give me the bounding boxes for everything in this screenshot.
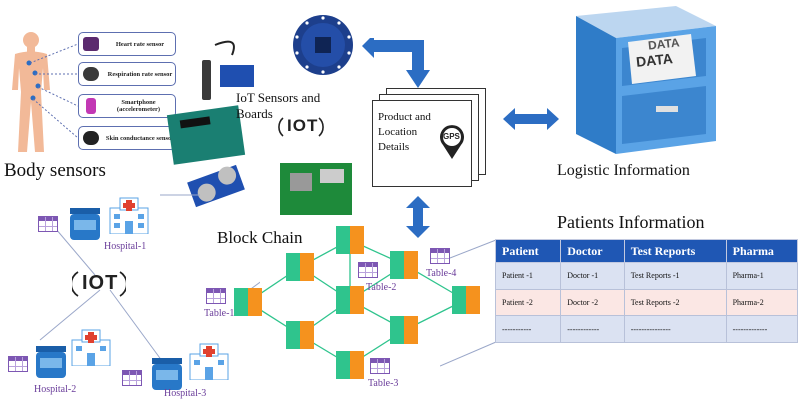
hospital-1-label: Hospital-1 xyxy=(104,241,147,252)
table-1-icon xyxy=(206,288,226,304)
blockchain-cubes xyxy=(234,226,480,379)
table-cell: Pharma-2 xyxy=(725,288,799,317)
hospital-2-table-icon xyxy=(8,356,28,372)
table-2-icon xyxy=(358,262,378,278)
hospital-1-server-icon xyxy=(70,208,100,240)
heart-rate-sensor-icon xyxy=(83,37,99,51)
iot-logo-text: IOT xyxy=(287,116,319,135)
sensor-smartphone: Smartphone (accelerometer) xyxy=(78,94,176,118)
table-4-label: Table-4 xyxy=(426,268,457,279)
hospital-2-label: Hospital-2 xyxy=(34,384,77,395)
table-row: ----------- ------------ ---------------… xyxy=(494,315,799,343)
table-row: Patient -2 Doctor -2 Test Reports -2 Pha… xyxy=(494,288,799,317)
hospital-2-building-icon xyxy=(71,329,111,366)
table-cell: --------------- xyxy=(623,315,727,343)
table-row: Patient -1 Doctor -1 Test Reports -1 Pha… xyxy=(494,262,799,290)
product-location-document: Product and Location Details GPS xyxy=(372,100,472,187)
table-cell: Doctor -1 xyxy=(560,262,625,290)
filing-cabinet-icon xyxy=(576,6,716,154)
table-cell: Doctor -2 xyxy=(560,288,625,317)
sensor-heart-rate: Heart rate sensor xyxy=(78,32,176,56)
product-doc-line1: Product and xyxy=(378,111,431,123)
table-cell: ------------- xyxy=(725,315,799,343)
iot-sensors-label-line2: Boards xyxy=(236,106,273,121)
gps-pin-icon: GPS xyxy=(439,125,465,159)
table-cell: ------------ xyxy=(560,315,625,343)
gps-label: GPS xyxy=(443,132,460,141)
block-chain-title: Block Chain xyxy=(217,228,303,247)
header-doctor: Doctor xyxy=(560,239,625,263)
iot-hardware-cluster xyxy=(166,15,353,215)
respiration-sensor-icon xyxy=(83,67,99,81)
product-doc-line3: Details xyxy=(378,141,410,153)
arrow-document-to-logistics xyxy=(503,108,559,130)
sensor-label: Respiration rate sensor xyxy=(107,70,173,78)
table-cell: ----------- xyxy=(494,315,562,343)
table-cell: Pharma-1 xyxy=(725,262,799,290)
logistic-information-title: Logistic Information xyxy=(557,162,690,179)
header-patient: Patient xyxy=(494,239,562,263)
sensor-connector-lines xyxy=(30,43,79,139)
arrow-board-to-document xyxy=(362,38,430,88)
table-cell: Test Reports -2 xyxy=(623,288,727,317)
table-header-row: Patient Doctor Test Reports Pharma xyxy=(494,239,799,263)
skin-sensor-icon xyxy=(83,131,99,145)
table-cell: Test Reports -1 xyxy=(623,262,727,290)
sensor-label: Smartphone (accelerometer) xyxy=(116,99,161,113)
product-doc-line2: Location xyxy=(378,126,418,138)
table-1-label: Table-1 xyxy=(204,308,235,319)
table-2-label: Table-2 xyxy=(366,282,397,293)
iot-hub-logo-text: IOT xyxy=(82,272,119,294)
sensor-respiration-rate: Respiration rate sensor xyxy=(78,62,176,86)
smartphone-icon xyxy=(86,98,96,114)
hospital-3-building-icon xyxy=(189,343,229,380)
table-4-icon xyxy=(430,248,450,264)
patients-information-table: Patient Doctor Test Reports Pharma Patie… xyxy=(494,239,799,343)
human-body-figure xyxy=(12,32,50,152)
hospital-3-label: Hospital-3 xyxy=(164,388,207,399)
arrow-document-to-blockchain xyxy=(406,196,430,238)
table-3-label: Table-3 xyxy=(368,378,399,389)
header-test-reports: Test Reports xyxy=(623,239,727,263)
patients-information-title: Patients Information xyxy=(557,212,705,232)
iot-logo-icon: IOT xyxy=(278,114,324,140)
table-cell: Patient -1 xyxy=(494,262,562,290)
table-to-info-connector xyxy=(440,239,497,367)
hospital-2-server-icon xyxy=(36,346,66,378)
blockchain-network xyxy=(234,226,480,379)
hospital-1-table-icon xyxy=(38,216,58,232)
sensor-label: Skin conductance sensor xyxy=(105,134,175,142)
iot-sensors-label-line1: IoT Sensors and xyxy=(236,90,321,105)
sensor-label: Heart rate sensor xyxy=(115,40,165,48)
table-3-icon xyxy=(370,358,390,374)
hospital-1-building-icon xyxy=(109,197,149,234)
table-cell: Patient -2 xyxy=(494,288,562,317)
header-pharma: Pharma xyxy=(725,239,799,263)
iot-hub-logo-icon: IOT xyxy=(70,268,128,300)
hospital-3-server-icon xyxy=(152,358,182,390)
body-sensors-title: Body sensors xyxy=(4,160,106,181)
sensor-skin-conductance: Skin conductance sensor xyxy=(78,126,176,150)
hospital-3-table-icon xyxy=(122,370,142,386)
